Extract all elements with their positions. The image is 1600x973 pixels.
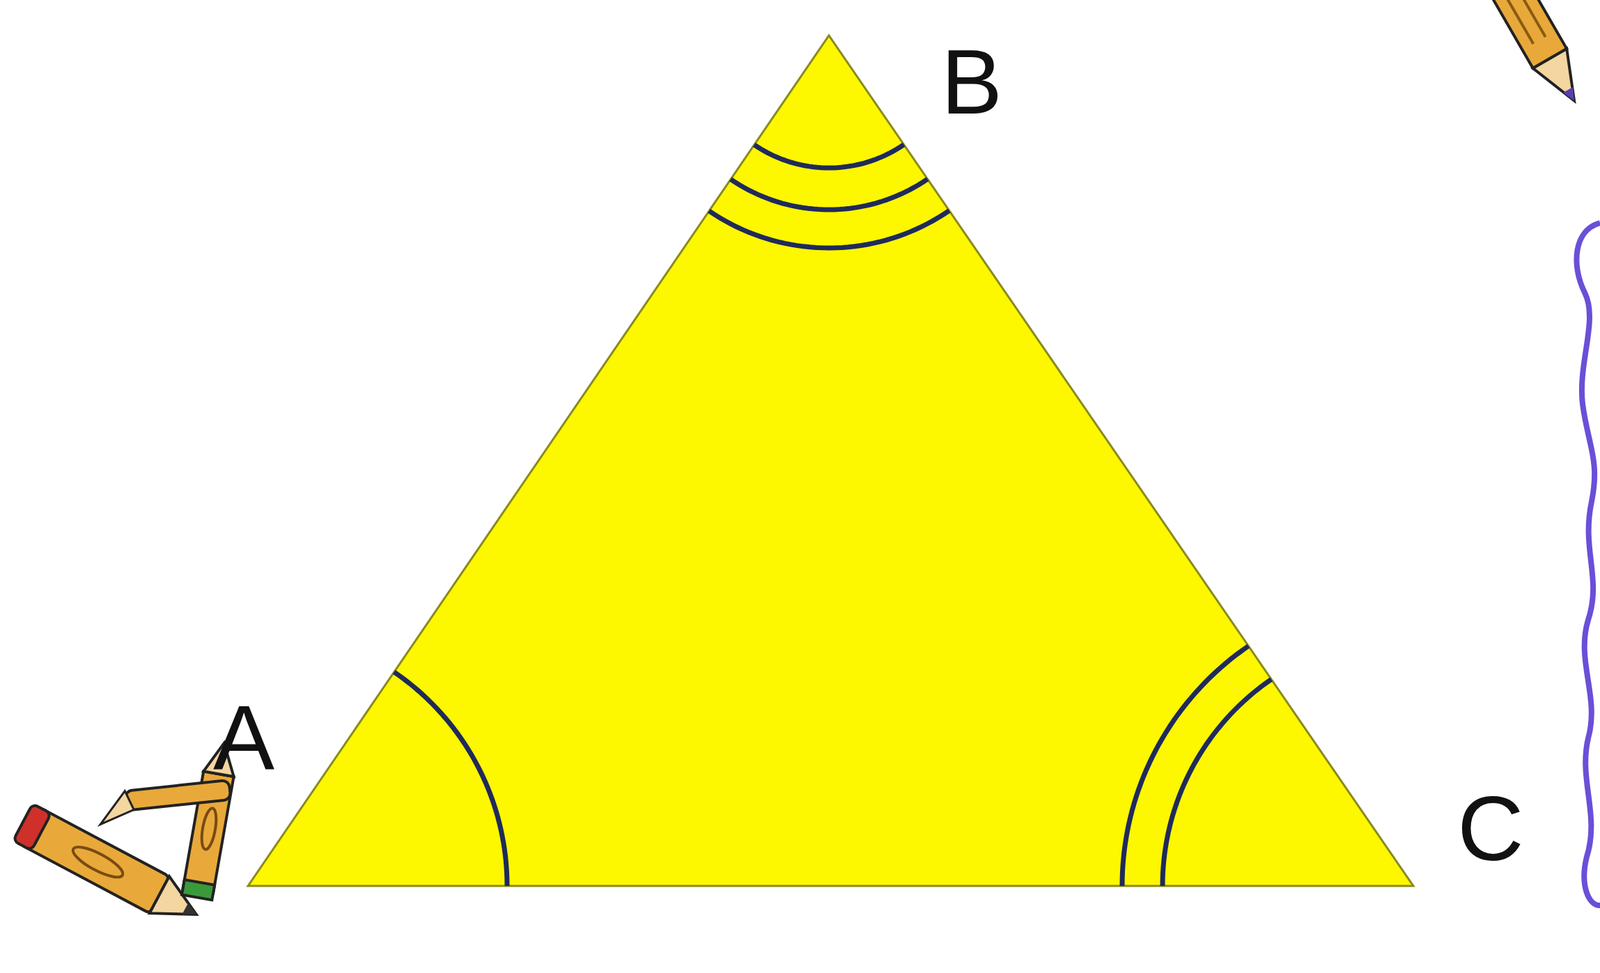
vertex-label: B [941,36,1003,129]
vertex-label: A [213,692,275,785]
vertex-label: C [1457,782,1524,875]
triangle [247,35,1414,887]
angle-arc [394,672,508,887]
angle-arc [709,210,950,248]
angle-arc [730,179,928,210]
angle-arc [1122,645,1249,887]
angle-arc [754,144,905,168]
triangle-figure [247,35,1414,887]
pencil-icon [1463,0,1591,111]
decor-squiggle [1576,222,1600,906]
pencil-icon [13,803,207,933]
compass-icon [97,780,233,825]
